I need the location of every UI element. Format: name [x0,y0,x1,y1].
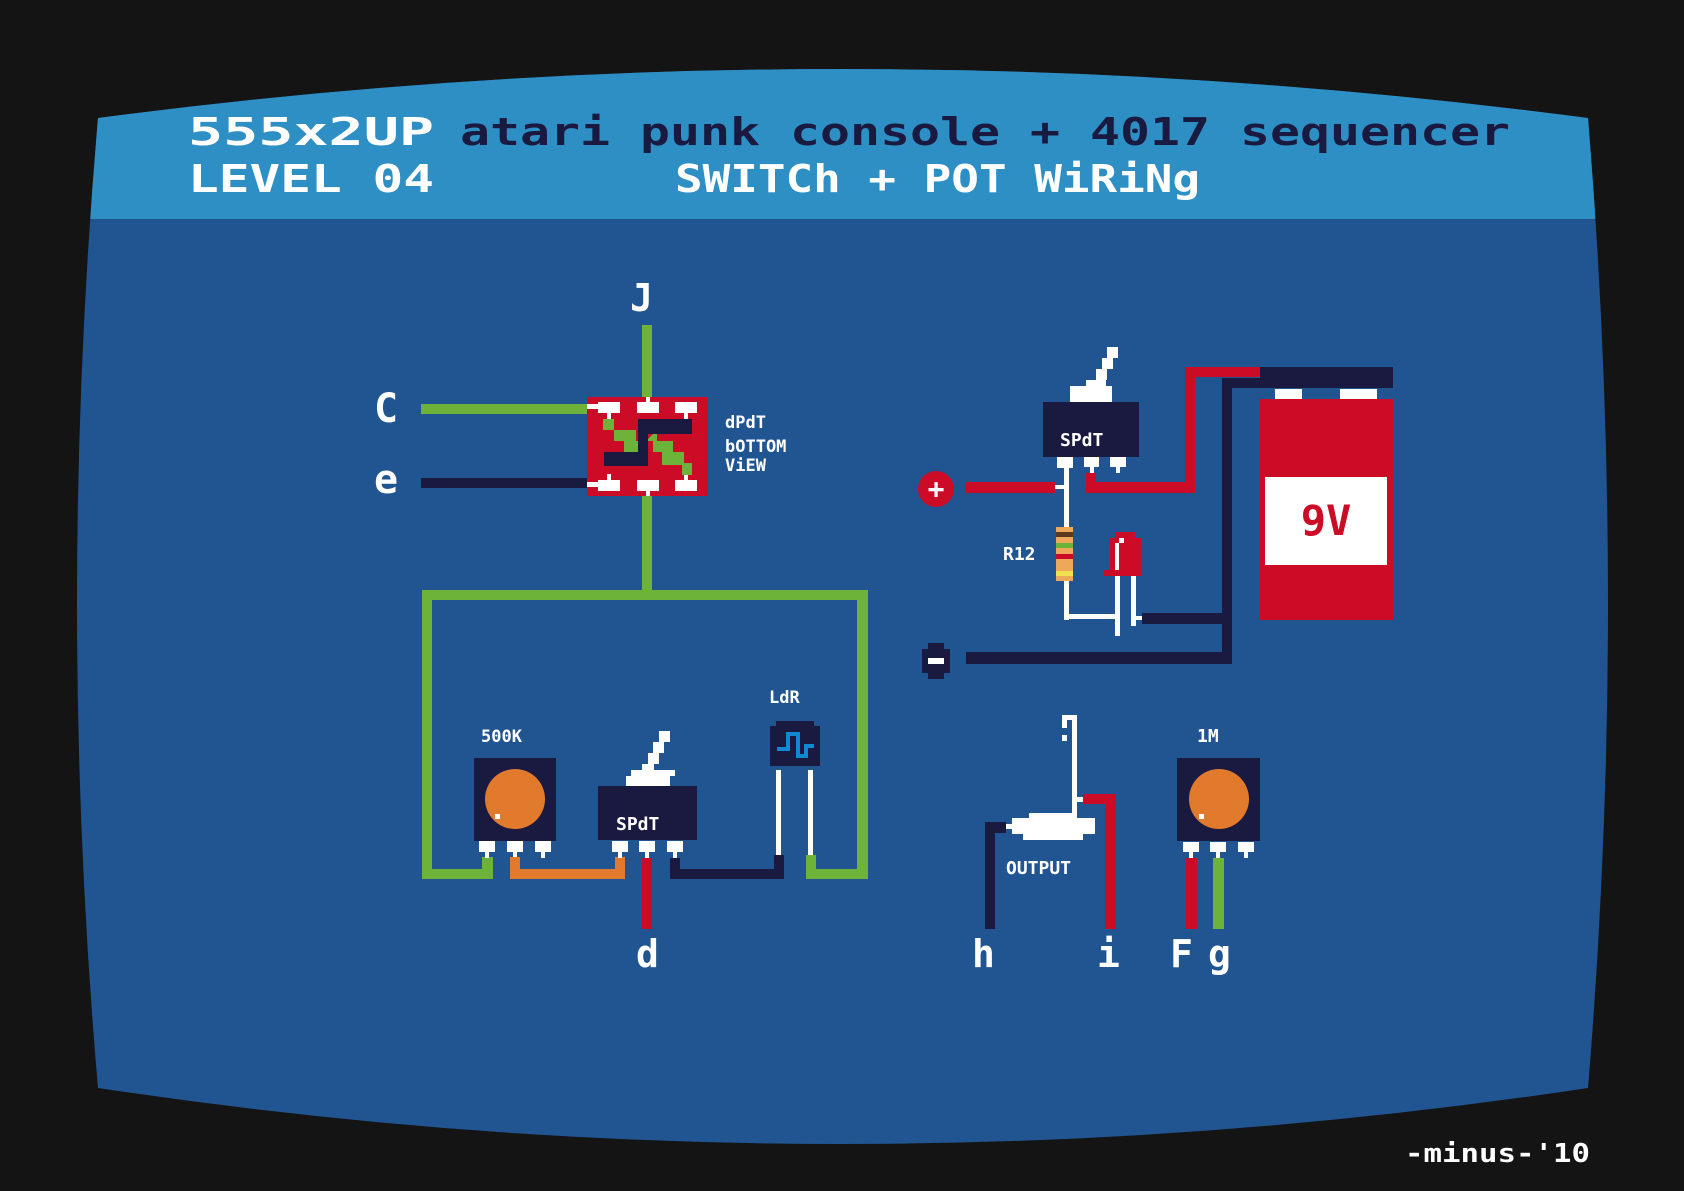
pot-1m-label: 1M [1197,726,1219,747]
page-subtitle: SWITCh + POT WiRiNg [675,157,1200,201]
wire-d [642,858,652,929]
terminal-g-label: g [1208,932,1231,976]
wire-g [1213,858,1224,929]
wire-orange [510,857,625,879]
left-circuit: 500K SPdT d LdR [422,590,868,976]
wire-dpdt-down [642,496,652,596]
plus-symbol: + [928,472,945,505]
wire-j [642,325,652,397]
ldr-label: LdR [769,688,800,708]
resistor-label: R12 [1003,544,1036,565]
spdt-power-label: SPdT [1060,430,1104,451]
wire-navy-led [1142,613,1227,624]
wire-navy-ldr [670,855,784,879]
ldr [770,721,820,855]
wire-navy-battery [966,378,1260,664]
battery-9v [1260,367,1393,620]
wire-plus-tap [1055,485,1065,489]
dpdt-label-line1: dPdT [725,413,766,433]
terminal-j-label: J [630,276,653,320]
terminal-d-label: d [636,932,659,976]
header-band [77,69,1608,219]
game-tag: 555x2UP [188,110,434,154]
terminal-h-label: h [972,932,995,976]
dpdt-section: J C e dPdT bOTTOM ViEW [374,276,786,596]
wire-led-tap [1136,616,1142,620]
spdt-switch-power [1043,347,1139,473]
battery-label: 9V [1301,496,1352,545]
pot-1m [1177,758,1260,858]
level-label: LEVEL 04 [188,157,434,201]
output-section: OUTPUT h i 1M F g [972,715,1260,976]
wire-h [985,822,1006,929]
resistor-r12 [1056,527,1073,581]
page-title: atari punk console + 4017 sequencer [460,110,1510,154]
output-label: OUTPUT [1006,858,1071,879]
terminal-f-label: F [1170,932,1193,976]
credit-signature: -minus-'10 [1405,1139,1590,1169]
spdt-left-label: SPdT [616,814,660,835]
pot-500k-label: 500K [481,727,523,747]
minus-terminal [922,643,950,679]
plus-terminal: + [918,471,954,507]
dpdt-label-line2: bOTTOM [725,437,786,457]
wire-e [421,478,587,488]
minus-symbol [928,658,944,664]
dpdt-switch [587,397,708,496]
wire-f [1186,858,1197,929]
spdt-switch-left [598,731,697,858]
wire-c [421,404,587,414]
led [1104,532,1141,636]
terminal-c-label: C [374,386,398,432]
power-section: SPdT + R12 [918,347,1393,679]
terminal-i-label: i [1097,932,1120,976]
wire-i [1083,794,1116,929]
pot-500k [474,758,556,858]
wire-plus [966,482,1055,493]
wire-white-led [1064,614,1119,619]
output-jack [1006,715,1095,840]
terminal-e-label: e [374,457,398,503]
dpdt-label-line3: ViEW [725,456,767,476]
